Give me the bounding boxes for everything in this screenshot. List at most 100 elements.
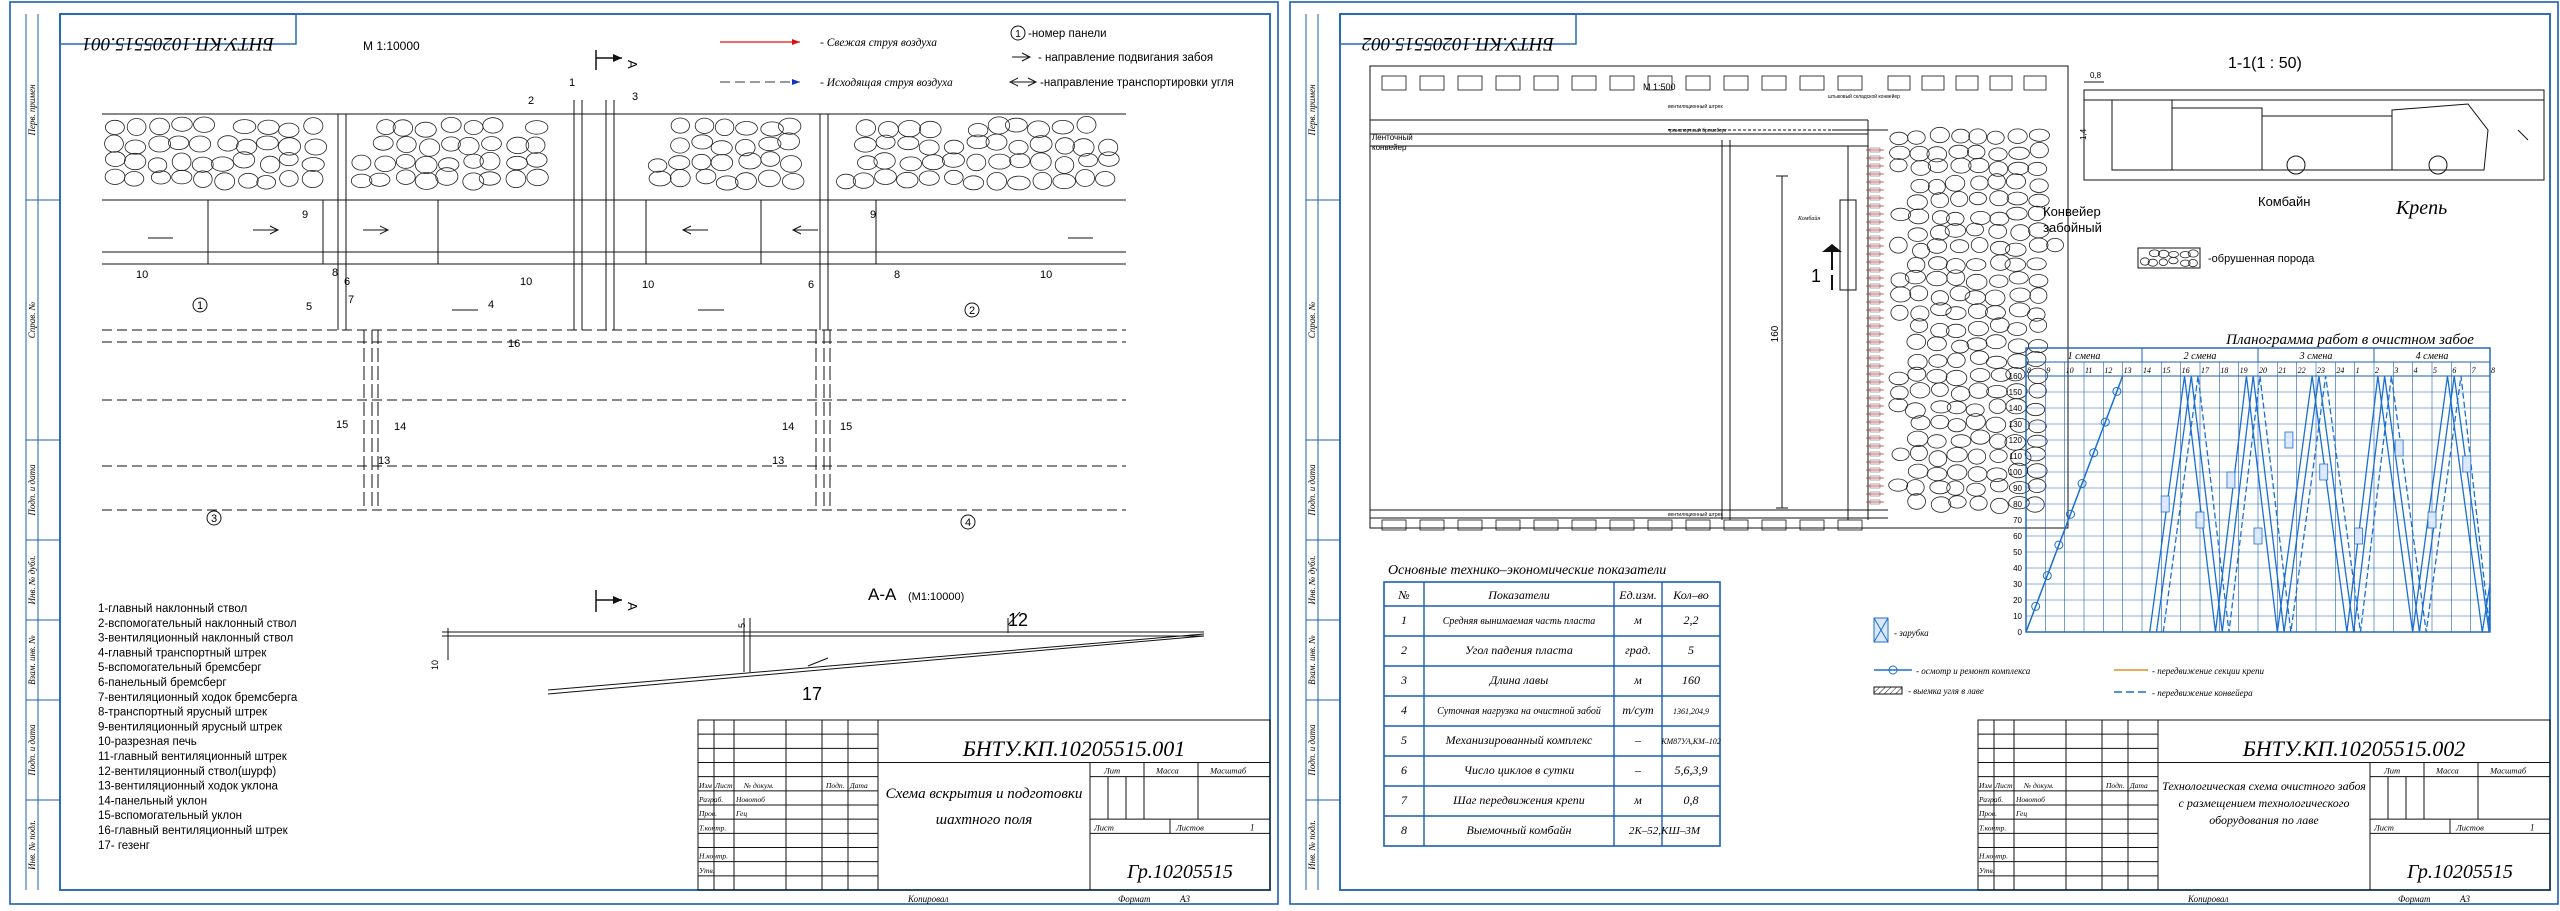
rock [1004, 117, 1028, 133]
rock [2007, 161, 2030, 175]
pillar-block [1799, 75, 1825, 91]
rock [392, 119, 414, 137]
rock [2007, 353, 2029, 369]
rock [1927, 336, 1947, 352]
pillar-block [1685, 75, 1711, 91]
rock [435, 167, 459, 186]
rock [303, 117, 324, 135]
stamp-role: Утв. [699, 866, 715, 875]
support-section [1869, 379, 1881, 385]
rock [2028, 383, 2047, 399]
note-item: 5-вспомогательный бремсберг [98, 662, 262, 674]
support-section [1869, 331, 1881, 337]
rock [372, 135, 394, 151]
note-item: 2-вспомогательный наклонный ствол [98, 618, 297, 630]
pillar-block [1887, 75, 1911, 91]
rock [1931, 210, 1950, 225]
rock [2188, 258, 2198, 268]
side-label: Подп. и дата [1307, 464, 1317, 517]
y-tick: 0 [2018, 628, 2023, 637]
rock [232, 151, 256, 169]
rock [2027, 205, 2046, 222]
rock [1889, 131, 1909, 145]
support-section [1869, 171, 1881, 177]
rock [919, 120, 942, 139]
y-tick: 40 [2013, 564, 2022, 573]
rock [918, 170, 940, 186]
rock [1927, 434, 1947, 449]
rock [2027, 161, 2048, 176]
rock [1988, 398, 2007, 414]
stamp-header: Дата [849, 781, 868, 790]
hour-label: 12 [2104, 366, 2112, 375]
note-item: 17- гезенг [98, 840, 150, 852]
rock [1926, 368, 1948, 384]
side-label: Подп. и дата [1307, 724, 1317, 777]
side-label: Подп. и дата [27, 724, 37, 777]
callout: 10 [136, 269, 148, 281]
rock [1907, 208, 1930, 225]
hour-label: 6 [2452, 366, 2456, 375]
table-cell: Число циклов в сутки [1464, 763, 1574, 777]
repair-marker [2100, 417, 2110, 427]
table-cell: – [1634, 763, 1642, 777]
table-cell: 0,8 [1684, 793, 1699, 807]
side-label: Подп. и дата [27, 464, 37, 517]
rock [777, 132, 800, 151]
tb-copied: Копировал [907, 894, 948, 904]
rock [852, 172, 875, 189]
tb-sheets: Листов [2455, 822, 2484, 832]
rock [1967, 320, 1989, 337]
pillar-block [1457, 519, 1483, 531]
rock [1985, 334, 2007, 350]
support-section [1869, 251, 1881, 257]
rock [526, 152, 548, 168]
rock [857, 155, 878, 171]
hour-label: 5 [2433, 366, 2437, 375]
y-tick: 70 [2013, 516, 2022, 525]
notes-list: 1-главный наклонный ствол2-вспомогательн… [98, 603, 298, 852]
rock [648, 170, 672, 187]
tb-mass: Масса [1155, 766, 1179, 776]
label-conveyor: забойный [2043, 220, 2102, 235]
section-callout: 5 [737, 623, 747, 628]
rock [896, 171, 919, 189]
tb-code: БНТУ.КП.10205515.002 [2242, 736, 2466, 761]
cut-marker [2354, 527, 2363, 545]
rock [1907, 493, 1926, 510]
repair-marker [2042, 571, 2052, 581]
support-section [1869, 403, 1881, 409]
rock [2179, 251, 2191, 259]
pillar-block [1419, 519, 1445, 531]
rock [1926, 146, 1948, 163]
rock [1930, 192, 1950, 209]
scale-label: М 1:500 [1643, 82, 1676, 92]
rock [1890, 286, 1912, 303]
tb-sheets: Листов [1175, 822, 1204, 832]
rock [1029, 135, 1053, 153]
side-label: Справ. № [1307, 302, 1317, 338]
rock [1988, 147, 2008, 162]
rock [1888, 478, 1909, 492]
rock [2046, 238, 2064, 253]
rock [1970, 429, 1991, 445]
tb-title: с размещением технологического [2179, 796, 2350, 810]
pillar-block [1381, 75, 1407, 91]
rock [214, 172, 236, 191]
rock [854, 136, 877, 153]
rock [780, 155, 802, 173]
rock [1907, 256, 1926, 273]
stamp-header: Изм [1978, 781, 1992, 790]
hour-label: 2 [2375, 366, 2379, 375]
tb-format-value: А3 [1179, 894, 1190, 904]
stamp-header: № докум. [2023, 781, 2054, 790]
table-title: Основные технико–экономические показател… [1388, 563, 1666, 578]
rock [217, 135, 239, 152]
pillar-block [1495, 75, 1521, 91]
rock [897, 120, 922, 138]
section-aa-drawing [442, 611, 1205, 695]
tb-format-value: А3 [2459, 894, 2470, 904]
callout: 7 [348, 294, 354, 306]
